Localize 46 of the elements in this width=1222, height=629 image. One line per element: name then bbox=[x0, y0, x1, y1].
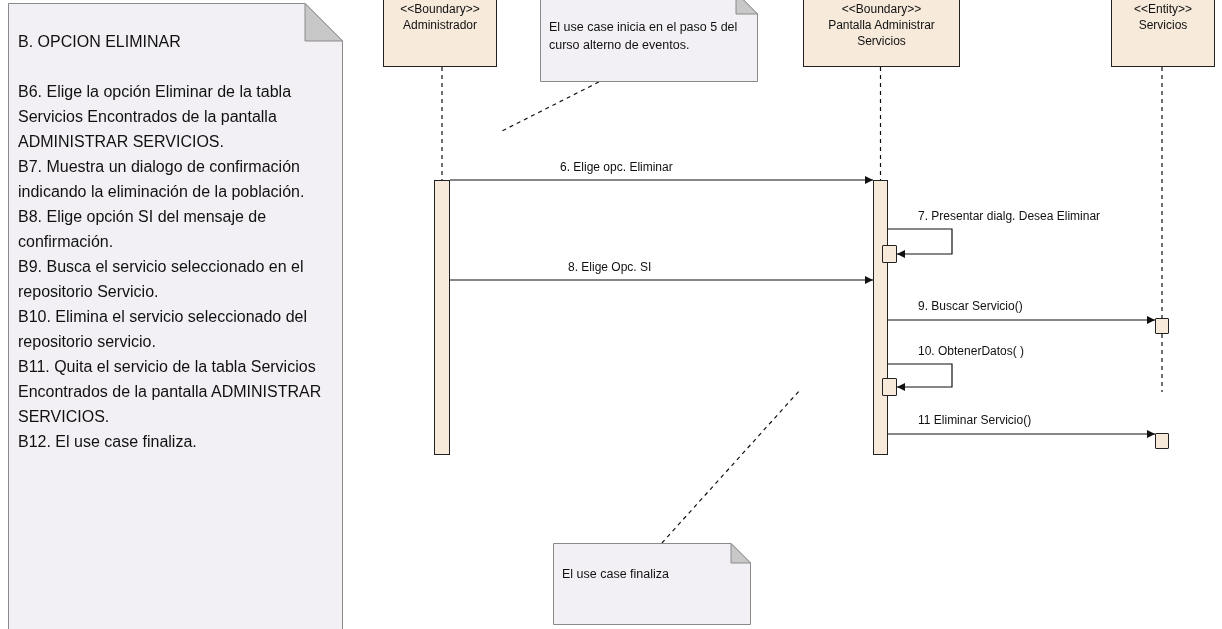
message-label: 10. ObtenerDatos( ) bbox=[918, 344, 1025, 358]
note-text: B8. Elige opción SI del mensaje de confirmación. bbox=[18, 207, 268, 252]
lifeline bbox=[1161, 66, 1163, 319]
lifeline-head bbox=[383, 0, 497, 67]
message-arrow bbox=[449, 276, 874, 284]
note-text: El use case inicia en el paso 5 del curso alterno de eventos. bbox=[549, 19, 739, 54]
activation-bar bbox=[434, 180, 450, 455]
message-label: 6. Elige opc. Eliminar bbox=[560, 160, 673, 174]
note-link bbox=[499, 81, 600, 133]
note bbox=[553, 543, 751, 625]
lifeline-name: Servicios bbox=[1137, 17, 1189, 33]
activation-box bbox=[1155, 433, 1169, 449]
message-label: 8. Elige Opc. SI bbox=[568, 260, 652, 274]
message-arrow bbox=[449, 176, 874, 184]
lifeline-name: Pantalla Administrar Servicios bbox=[827, 17, 936, 49]
note-text: B12. El use case finaliza. bbox=[18, 432, 198, 452]
self-message-arrow bbox=[887, 228, 953, 258]
note-text: B11. Quita el servicio de la tabla Servicios Encontrados de la pantalla ADMINISTRAR SERVICIOS. bbox=[18, 357, 323, 427]
note-text: B10. Elimina el servicio seleccionado del repositorio servicio. bbox=[18, 307, 309, 352]
note-text: B7. Muestra un dialogo de confirmación indicando la eliminación de la población. bbox=[18, 157, 306, 202]
stereotype-label: <<Entity>> bbox=[1132, 1, 1193, 17]
lifeline bbox=[441, 66, 443, 181]
lifeline bbox=[1161, 333, 1163, 393]
lifeline bbox=[879, 66, 882, 181]
activation-bar bbox=[873, 180, 888, 455]
message-label: 7. Presentar dialg. Desea Eliminar bbox=[918, 209, 1101, 223]
message-arrow bbox=[887, 430, 1156, 438]
note bbox=[8, 3, 343, 629]
lifeline-head bbox=[803, 0, 960, 67]
note-text: El use case finaliza bbox=[562, 566, 670, 583]
note-link bbox=[661, 389, 801, 544]
activation-box bbox=[882, 245, 897, 263]
note-text: B9. Busca el servicio seleccionado en el repositorio Servicio. bbox=[18, 257, 305, 302]
note-text: B6. Elige la opción Eliminar de la tabla Servicios Encontrados de la pantalla ADMINISTRAR SERVICIOS. bbox=[18, 82, 293, 152]
activation-box bbox=[1155, 318, 1169, 334]
stereotype-label: <<Boundary>> bbox=[840, 1, 923, 17]
message-arrow bbox=[887, 316, 1156, 324]
message-label: 11 Eliminar Servicio() bbox=[918, 413, 1032, 427]
lifeline-head bbox=[1111, 0, 1215, 67]
lifeline-name: Administrador bbox=[402, 17, 478, 33]
note-heading: B. OPCION ELIMINAR bbox=[18, 32, 182, 52]
stereotype-label: <<Boundary>> bbox=[399, 1, 481, 17]
activation-box bbox=[882, 378, 897, 396]
self-message-arrow bbox=[887, 363, 953, 391]
message-label: 9. Buscar Servicio() bbox=[918, 299, 1023, 313]
note bbox=[540, 0, 758, 82]
